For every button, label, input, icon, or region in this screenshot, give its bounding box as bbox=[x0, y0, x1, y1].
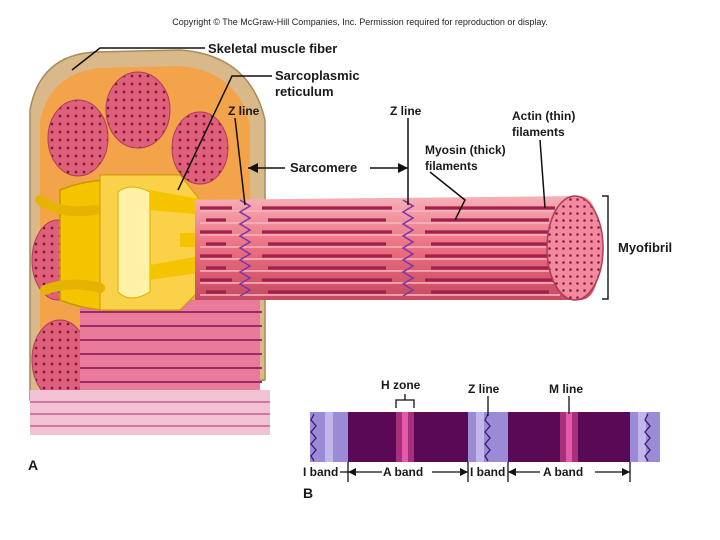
z-line-zigzags bbox=[310, 413, 651, 462]
z-disc bbox=[238, 199, 252, 297]
label-actin-filaments: filaments bbox=[512, 125, 565, 139]
label-z-line-left: Z line bbox=[228, 104, 260, 118]
sarcomere-band-diagram bbox=[310, 412, 660, 462]
label-h-zone: H zone bbox=[381, 378, 421, 392]
label-sarcomere: Sarcomere bbox=[290, 160, 357, 175]
label-m-line: M line bbox=[549, 382, 583, 396]
label-reticulum: reticulum bbox=[275, 84, 334, 99]
panel-letter-a: A bbox=[28, 457, 38, 473]
myofibril bbox=[195, 195, 609, 301]
z-disc-zigzags bbox=[238, 199, 415, 297]
label-myosin-filaments: filaments bbox=[425, 159, 478, 173]
m-line-left bbox=[402, 412, 408, 462]
sarcomere-arrowheads bbox=[248, 163, 408, 173]
panel-letter-b: B bbox=[303, 485, 313, 501]
label-sarcoplasmic: Sarcoplasmic bbox=[275, 68, 360, 83]
i-band-segment bbox=[468, 412, 508, 462]
sarcoplasmic-reticulum bbox=[35, 174, 215, 311]
copyright-notice: Copyright © The McGraw-Hill Companies, I… bbox=[172, 17, 548, 27]
label-i-band-left: I band bbox=[303, 465, 338, 479]
label-a-band-right: A band bbox=[543, 465, 583, 479]
label-myosin: Myosin (thick) bbox=[425, 143, 506, 157]
label-actin: Actin (thin) bbox=[512, 109, 575, 123]
panel-b-arrowheads bbox=[348, 468, 630, 476]
label-a-band-left: A band bbox=[383, 465, 423, 479]
z-disc bbox=[401, 199, 415, 297]
label-z-line-b: Z line bbox=[468, 382, 500, 396]
label-myofibril: Myofibril bbox=[618, 240, 672, 255]
label-skeletal-muscle-fiber: Skeletal muscle fiber bbox=[208, 41, 337, 56]
filament-stripes bbox=[200, 206, 560, 296]
label-i-band-mid: I band bbox=[470, 465, 505, 479]
m-line bbox=[566, 412, 572, 462]
lower-myofibril-bundles bbox=[30, 300, 270, 435]
myofibril-cross-section bbox=[546, 195, 604, 301]
skeletal-muscle-fiber bbox=[29, 49, 270, 435]
myofibril-bracket bbox=[602, 195, 609, 300]
label-z-line-right: Z line bbox=[390, 104, 422, 118]
